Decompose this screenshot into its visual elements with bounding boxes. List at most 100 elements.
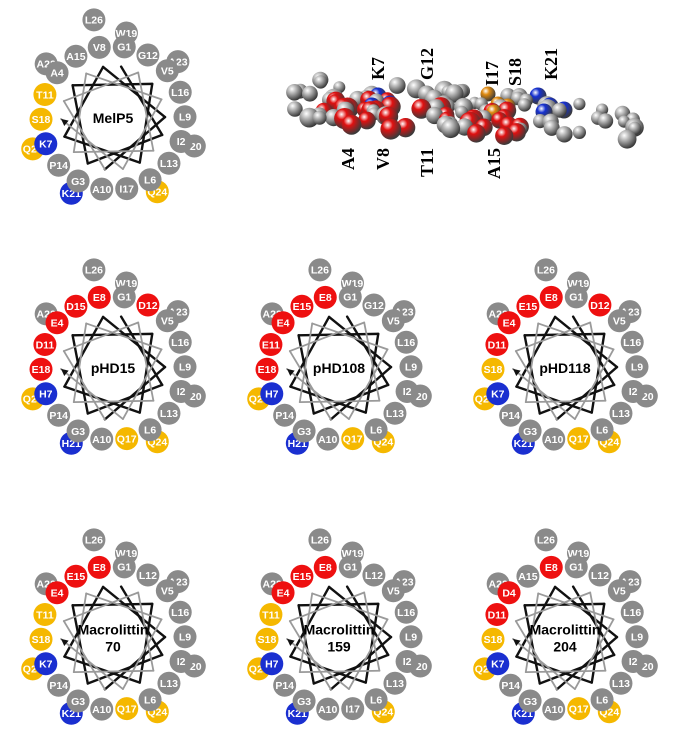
residue-circle xyxy=(518,689,542,713)
residue-node: L9 xyxy=(173,105,197,129)
residue-label: L16 xyxy=(397,607,415,619)
residue-label: L13 xyxy=(386,408,404,420)
helix-segment xyxy=(72,72,88,154)
helix-segment xyxy=(60,638,124,690)
helix-arrow xyxy=(61,118,69,127)
residue-circle xyxy=(173,355,197,379)
residue-node: L26 xyxy=(534,258,558,282)
residue-label: G3 xyxy=(297,696,311,708)
residue-circle xyxy=(399,355,423,379)
helix-segment xyxy=(512,638,576,690)
residue-node: I2 xyxy=(621,379,645,403)
residue-circle xyxy=(362,293,386,317)
helix-segment xyxy=(523,602,606,607)
residue-label: G1 xyxy=(569,292,583,304)
residue-label: Q17 xyxy=(117,703,137,715)
atom-sphere xyxy=(572,125,587,139)
helix-segment xyxy=(72,322,88,404)
residue-circle xyxy=(481,627,505,651)
residue-circle xyxy=(157,151,181,175)
residue-circle xyxy=(138,688,162,712)
residue-label: L13 xyxy=(386,678,404,690)
residue-node: G1 xyxy=(338,555,362,579)
residue-node: V5 xyxy=(607,579,631,603)
residue-label: A15 xyxy=(66,51,85,63)
structure-residue-label: K7 xyxy=(368,57,388,80)
residue-label: G3 xyxy=(71,426,85,438)
residue-node: L16 xyxy=(168,330,192,354)
residue-circle xyxy=(539,555,563,579)
atom-sphere xyxy=(287,101,303,117)
wheel-name: Macrolittin xyxy=(304,622,375,638)
residue-circle xyxy=(112,35,136,59)
residue-circle xyxy=(169,379,193,403)
atom-sphere xyxy=(441,119,461,139)
helix-segment xyxy=(289,585,331,658)
residue-label: I17 xyxy=(119,183,134,195)
residue-node: L12 xyxy=(136,563,160,587)
residue-node: G12 xyxy=(362,293,386,317)
helix-segment xyxy=(312,383,390,415)
helix-segment xyxy=(288,591,366,622)
residue-circle xyxy=(115,697,139,721)
residue-circle xyxy=(273,673,297,697)
residue-node: Q17 xyxy=(115,697,139,721)
helix-segment xyxy=(137,591,155,672)
residue-label: G3 xyxy=(523,696,537,708)
residue-circle xyxy=(155,59,179,83)
residue-circle xyxy=(155,309,179,333)
residue-circle xyxy=(82,528,106,552)
helix-arrow xyxy=(513,368,521,377)
residue-label: K7 xyxy=(491,389,505,401)
residue-label: K7 xyxy=(39,139,53,151)
residue-node: L6 xyxy=(590,688,614,712)
residue-node: K7 xyxy=(486,652,510,676)
wheel-name: Macrolittin xyxy=(78,622,149,638)
residue-label: L6 xyxy=(144,695,156,707)
residue-label: L26 xyxy=(85,535,103,547)
residue-label: L6 xyxy=(370,695,382,707)
residue-circle xyxy=(33,83,57,107)
helix-segment xyxy=(553,315,619,369)
residue-label: L26 xyxy=(311,535,329,547)
residue-node: E4 xyxy=(271,311,295,335)
residue-node: L26 xyxy=(308,528,332,552)
residue-label: E11 xyxy=(262,339,280,351)
residue-circle xyxy=(364,688,388,712)
residue-label: Q17 xyxy=(343,433,363,445)
helix-segment xyxy=(63,315,105,388)
helix-segment xyxy=(137,71,155,152)
residue-label: I2 xyxy=(177,386,186,398)
helix-segment xyxy=(364,332,380,414)
helix-arrow xyxy=(287,368,295,377)
helix-segment xyxy=(137,321,155,402)
residue-node: P14 xyxy=(273,403,297,427)
residue-label: E18 xyxy=(32,364,51,376)
residue-label: S18 xyxy=(484,634,503,646)
helix-arrow xyxy=(61,368,69,377)
residue-label: E8 xyxy=(319,562,332,574)
residue-node: E8 xyxy=(539,555,563,579)
residue-label: K7 xyxy=(491,659,505,671)
atom-sphere xyxy=(556,126,573,143)
residue-label: I2 xyxy=(403,656,412,668)
structure-residue-label: S18 xyxy=(505,58,525,86)
residue-label: L6 xyxy=(144,425,156,437)
residue-label: P14 xyxy=(501,680,520,692)
helix-segment xyxy=(63,65,105,138)
residue-circle xyxy=(29,357,53,381)
residue-node: I2 xyxy=(169,129,193,153)
residue-circle xyxy=(34,382,58,406)
helix-segment xyxy=(72,149,155,154)
residue-circle xyxy=(564,285,588,309)
residue-node: P14 xyxy=(499,403,523,427)
residue-circle xyxy=(625,355,649,379)
residue-node: E11 xyxy=(259,333,283,357)
helix-segment xyxy=(71,332,154,337)
helix-segment xyxy=(297,332,380,337)
structure-residue-label: K21 xyxy=(541,48,561,80)
residue-node: V5 xyxy=(381,579,405,603)
residue-node: K7 xyxy=(34,652,58,676)
residue-circle xyxy=(29,627,53,651)
residue-label: V5 xyxy=(161,66,174,78)
